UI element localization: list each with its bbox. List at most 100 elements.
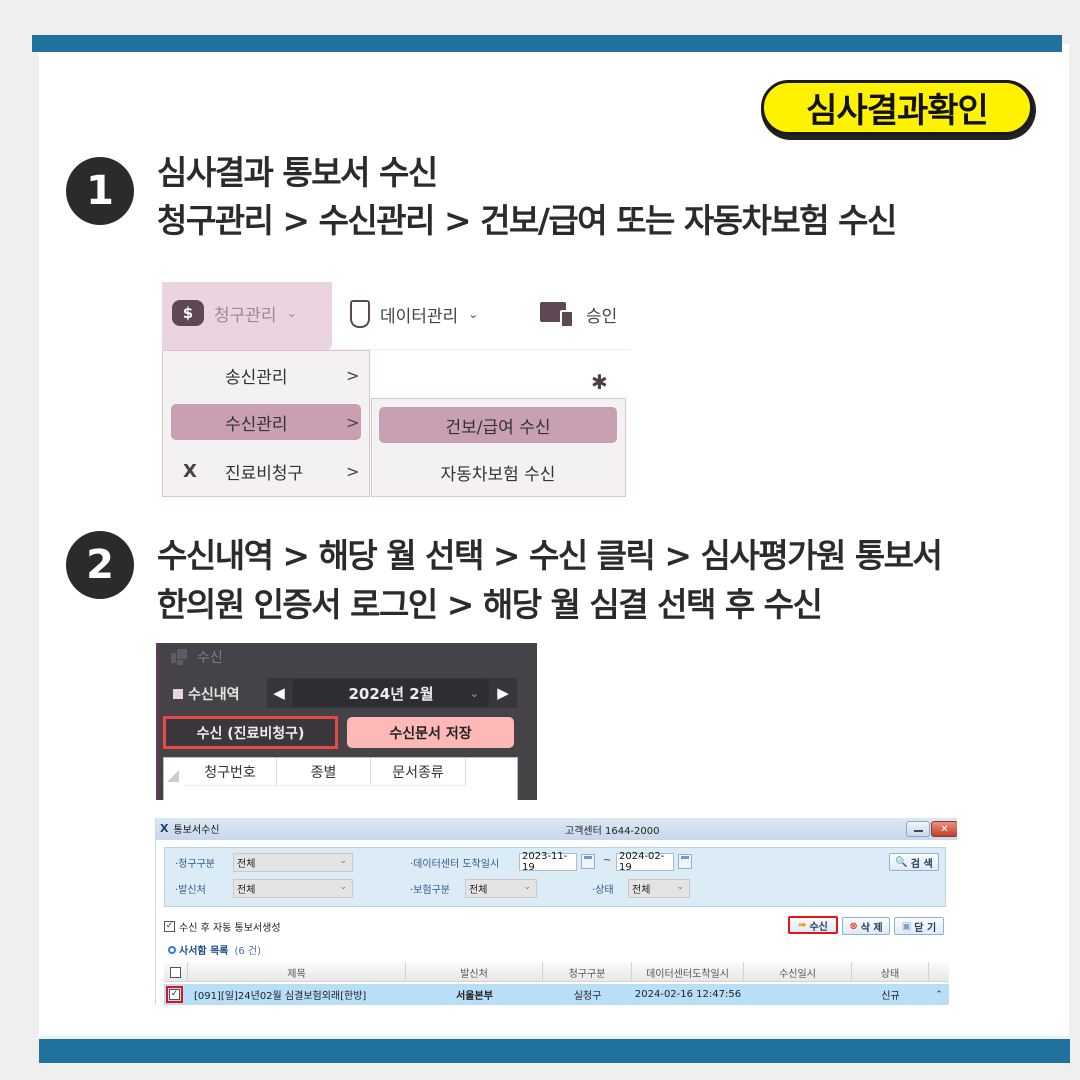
arrow-right-icon: ➡ [798, 919, 807, 931]
bullet-icon [168, 945, 176, 954]
column-header-status[interactable]: 상태 [852, 962, 929, 982]
search-button[interactable]: 🔍 검 색 [889, 853, 939, 871]
devices-icon [540, 300, 576, 328]
save-documents-button[interactable]: 수신문서 저장 [347, 717, 514, 748]
step-1-title: 심사결과 통보서 수신 [157, 153, 438, 192]
auto-generate-label: 수신 후 자동 통보서생성 [179, 923, 281, 934]
checkbox-checked-icon: ✓ [164, 921, 175, 932]
status-label: ·상태 [592, 885, 614, 896]
delete-button[interactable]: ⊗ 삭 제 [842, 917, 890, 935]
chevron-down-icon: ⌄ [286, 306, 297, 320]
window-icon [171, 649, 189, 665]
calendar-icon[interactable] [581, 854, 595, 869]
arrival-date-label: ·데이터센터 도착일시 [410, 859, 500, 870]
receive-claim-button[interactable]: 수신 (진료비청구) [163, 716, 338, 749]
menu-billing[interactable]: $ 청구관리 ⌄ [172, 300, 297, 326]
chevron-down-icon: ⌄ [339, 882, 347, 892]
column-header-arrival[interactable]: 데이터센터도착일시 [632, 962, 744, 982]
scroll-up-icon[interactable]: ⌃ [935, 989, 943, 1000]
row-status: 신규 [881, 991, 900, 1002]
dropdown-item-send[interactable]: 송신관리 > [171, 357, 361, 393]
month-value: 2024년 2월 [348, 684, 434, 703]
menu-data-label: 데이터관리 [380, 306, 459, 327]
panel-title-text: 수신 [197, 650, 223, 666]
close-button-label: 닫 기 [914, 922, 937, 934]
column-header-title[interactable]: 제목 [188, 962, 406, 982]
receive-button[interactable]: ➡ 수신 [788, 916, 838, 934]
sender-select[interactable]: 전체 ⌄ [233, 879, 353, 898]
dropdown-item-claim-label: 진료비청구 [225, 463, 304, 484]
sender-value: 전체 [237, 885, 256, 896]
row-checkbox[interactable]: ✓ [166, 986, 183, 1003]
step-number-2: 2 [66, 531, 134, 599]
submenu-item-auto-insurance[interactable]: 자동차보험 수신 [440, 464, 556, 485]
chevron-down-icon: ⌄ [523, 882, 531, 892]
mailbox-table-header: 제목 발신처 청구구분 데이터센터도착일시 수신일시 상태 [164, 962, 949, 982]
receive-history-label: 수신내역 [173, 684, 240, 704]
minimize-button[interactable] [906, 821, 930, 837]
step-2-instruction: 한의원 인증서 로그인 > 해당 월 심결 선택 후 수신 [157, 585, 823, 624]
select-all-checkbox[interactable] [170, 966, 181, 978]
close-door-icon: ▣ [901, 920, 912, 932]
close-button[interactable]: ▣ 닫 기 [894, 917, 944, 935]
prev-month-button[interactable]: ◀ [268, 678, 290, 708]
dialog-titlebar [156, 818, 957, 840]
section-badge: 심사결과확인 [761, 80, 1036, 140]
auto-generate-checkbox[interactable]: ✓ 수신 후 자동 통보서생성 [164, 919, 281, 934]
table-corner [167, 770, 179, 782]
column-header-received[interactable]: 수신일시 [744, 962, 852, 982]
square-bullet-icon [173, 689, 183, 699]
receive-table: 청구번호 종별 문서종류 [163, 757, 518, 800]
chevron-down-icon: ⌄ [468, 307, 479, 321]
status-value: 전체 [632, 885, 651, 896]
checkbox-checked-icon: ✓ [169, 989, 180, 1000]
calendar-icon[interactable] [678, 854, 692, 869]
month-select[interactable]: 2024년 2월 ⌄ [293, 679, 489, 707]
x-logo-icon: X [183, 460, 197, 482]
support-center-text: 고객센터 1644-2000 [565, 826, 660, 837]
insurance-type-select[interactable]: 전체 ⌄ [465, 879, 537, 898]
close-icon: ✕ [940, 823, 949, 835]
column-header-claim-type[interactable]: 청구구분 [543, 962, 632, 982]
claim-type-label: ·청구구분 [175, 859, 215, 870]
next-month-button[interactable]: ▶ [492, 678, 514, 708]
receive-panel-screenshot: 수신 수신내역 ◀ 2024년 2월 ⌄ ▶ 수신 (진료비청구) 수신문서 저… [156, 643, 537, 800]
close-window-button[interactable]: ✕ [931, 821, 957, 837]
billing-dropdown: 송신관리 > 수신관리 > X 진료비청구 > [162, 350, 370, 497]
column-header-type[interactable]: 종별 [277, 758, 371, 786]
arrival-date-to[interactable]: 2024-02-19 [616, 851, 674, 873]
step-1-path: 청구관리 > 수신관리 > 건보/급여 또는 자동차보험 수신 [157, 201, 897, 240]
mailbox-list-title: 사서함 목록 (6 건) [168, 942, 261, 957]
column-header-claim-no[interactable]: 청구번호 [184, 758, 277, 786]
receive-button-label: 수신 [809, 921, 828, 933]
row-sender: 서울본부 [456, 991, 493, 1002]
receive-submenu: 건보/급여 수신 자동차보험 수신 [371, 398, 626, 497]
status-select[interactable]: 전체 ⌄ [628, 879, 690, 898]
dropdown-item-claim[interactable]: X 진료비청구 > [171, 453, 361, 489]
dropdown-item-receive-label: 수신관리 [225, 414, 288, 435]
menu-screenshot: $ 청구관리 ⌄ 데이터관리 ⌄ 승인 송신관리 > 수신관리 > X 진료비청… [162, 282, 631, 497]
chevron-down-icon: ⌄ [676, 882, 684, 892]
receive-history-text: 수신내역 [188, 687, 240, 703]
column-header-sender[interactable]: 발신처 [406, 962, 543, 982]
date-range-separator: ~ [603, 855, 612, 866]
chevron-down-icon: ⌄ [339, 856, 347, 866]
bottom-accent-bar [39, 1039, 1070, 1063]
panel-title: 수신 [171, 647, 223, 667]
table-row[interactable]: ✓ [091][일]24년02월 심결보험외래[한방] 서울본부 실청구 202… [164, 984, 949, 1005]
menu-approval[interactable]: 승인 [540, 300, 617, 328]
menu-data-management[interactable]: 데이터관리 ⌄ [350, 300, 478, 328]
dropdown-item-receive[interactable]: 수신관리 > [171, 404, 361, 440]
menu-approval-label: 승인 [586, 306, 618, 327]
badge-label: 심사결과확인 [761, 80, 1033, 135]
row-title: [091][일]24년02월 심결보험외래[한방] [194, 991, 367, 1002]
claim-type-select[interactable]: 전체 ⌄ [233, 853, 353, 872]
row-claim-type: 실청구 [573, 991, 602, 1002]
arrival-date-from[interactable]: 2023-11-19 [519, 851, 577, 873]
gear-icon[interactable]: ✱ [591, 370, 608, 394]
submenu-item-health-insurance[interactable]: 건보/급여 수신 [379, 407, 617, 443]
column-header-doc-type[interactable]: 문서종류 [371, 758, 466, 786]
chevron-right-icon: > [346, 412, 360, 432]
insurance-type-label: ·보험구분 [410, 885, 450, 896]
select-all-cell[interactable] [164, 962, 188, 982]
